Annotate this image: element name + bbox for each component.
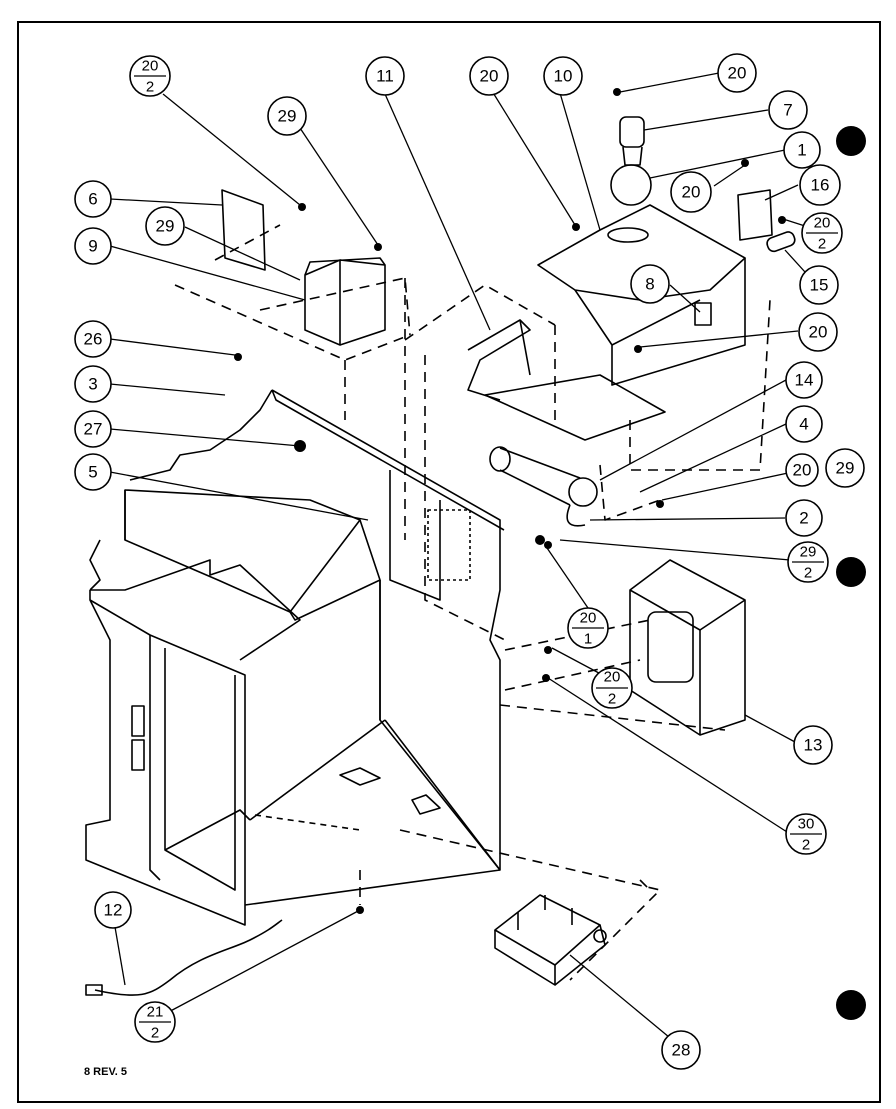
callout-20-2-a: 20 2 (129, 55, 171, 97)
binder-hole-middle (836, 557, 866, 587)
svg-text:20: 20 (604, 669, 621, 686)
callout-28: 28 (661, 1030, 701, 1070)
capacitor-14 (489, 446, 598, 527)
svg-text:20: 20 (793, 461, 812, 480)
lamp-bulb (610, 116, 652, 206)
leader-lines (109, 72, 816, 1048)
svg-text:2: 2 (799, 509, 808, 528)
callout-21-2: 21 2 (134, 1001, 176, 1043)
svg-text:2: 2 (804, 565, 812, 582)
binder-hole-top (836, 126, 866, 156)
callout-16: 16 (799, 164, 841, 206)
transformer-13 (629, 559, 746, 736)
svg-text:11: 11 (376, 67, 394, 86)
callout-5: 5 (74, 453, 112, 491)
callout-29-c: 29 (825, 448, 865, 488)
lamp-housing-10 (537, 204, 746, 386)
svg-text:13: 13 (804, 736, 823, 755)
svg-text:16: 16 (811, 176, 830, 195)
svg-text:2: 2 (818, 236, 826, 253)
callout-3: 3 (74, 365, 112, 403)
svg-text:20: 20 (480, 67, 499, 86)
svg-text:29: 29 (800, 544, 817, 561)
callout-4: 4 (785, 405, 823, 443)
callout-20-2-c: 20 2 (591, 667, 633, 709)
svg-text:3: 3 (88, 375, 97, 394)
svg-text:2: 2 (151, 1025, 159, 1042)
callout-13: 13 (793, 725, 833, 765)
cabinet (85, 389, 505, 926)
svg-text:12: 12 (104, 901, 123, 920)
callout-20-a: 20 (469, 56, 509, 96)
callout-11: 11 (365, 56, 405, 96)
fasteners (234, 88, 786, 914)
svg-text:7: 7 (783, 101, 792, 120)
svg-text:2: 2 (802, 837, 810, 854)
callout-20-1: 20 1 (567, 607, 609, 649)
svg-text:26: 26 (84, 330, 103, 349)
callout-29-2: 29 2 (787, 541, 829, 583)
svg-text:1: 1 (584, 631, 592, 648)
callout-15: 15 (799, 265, 839, 305)
air-duct-11 (467, 319, 666, 441)
callout-2: 2 (785, 499, 823, 537)
callout-14: 14 (785, 361, 823, 399)
power-cord-12 (94, 919, 283, 996)
svg-text:20: 20 (809, 323, 828, 342)
svg-text:29: 29 (836, 459, 855, 478)
svg-text:20: 20 (682, 183, 701, 202)
svg-text:29: 29 (156, 217, 175, 236)
switch-bracket-16 (737, 189, 796, 253)
svg-text:9: 9 (88, 237, 97, 256)
svg-text:15: 15 (810, 276, 829, 295)
callout-29-b: 29 (145, 206, 185, 246)
page-border (17, 21, 881, 1103)
callout-12: 12 (94, 891, 132, 929)
callout-20-2-b: 20 2 (801, 212, 843, 254)
svg-text:10: 10 (554, 67, 573, 86)
svg-text:27: 27 (84, 420, 103, 439)
callout-27: 27 (74, 410, 112, 448)
callout-29-a: 29 (267, 96, 307, 136)
callout-30-2: 30 2 (785, 813, 827, 855)
svg-text:2: 2 (146, 79, 154, 96)
callout-20-e: 20 (785, 453, 819, 487)
bracket-9 (304, 257, 386, 346)
svg-text:5: 5 (88, 463, 97, 482)
callout-20-d: 20 (798, 312, 838, 352)
binder-hole-bottom (836, 990, 866, 1020)
svg-text:28: 28 (672, 1041, 691, 1060)
callout-6: 6 (74, 180, 112, 218)
mounting-bracket-28 (494, 894, 607, 986)
callout-20-c: 20 (670, 171, 712, 213)
svg-text:2: 2 (608, 691, 616, 708)
svg-text:21: 21 (147, 1004, 164, 1021)
callout-20-b: 20 (717, 53, 757, 93)
assembly-guide-lines (174, 224, 771, 981)
svg-text:14: 14 (795, 371, 814, 390)
svg-text:8: 8 (645, 275, 654, 294)
callout-1: 1 (783, 131, 821, 169)
svg-text:4: 4 (799, 415, 808, 434)
power-plug (85, 984, 103, 996)
callouts: 20 2 29 11 20 10 20 7 1 (74, 53, 865, 1070)
svg-text:1: 1 (797, 141, 806, 160)
svg-text:20: 20 (728, 64, 747, 83)
callout-8: 8 (630, 264, 670, 304)
callout-26: 26 (74, 320, 112, 358)
shield-plate (221, 189, 266, 271)
svg-text:20: 20 (580, 610, 597, 627)
svg-text:20: 20 (814, 215, 831, 232)
callout-10: 10 (543, 56, 583, 96)
revision-label: 8 REV. 5 (84, 1066, 128, 1078)
svg-text:29: 29 (278, 107, 297, 126)
callout-9: 9 (74, 227, 112, 265)
svg-text:30: 30 (798, 816, 815, 833)
callout-7: 7 (768, 90, 808, 130)
svg-text:6: 6 (88, 190, 97, 209)
svg-text:20: 20 (142, 58, 159, 75)
